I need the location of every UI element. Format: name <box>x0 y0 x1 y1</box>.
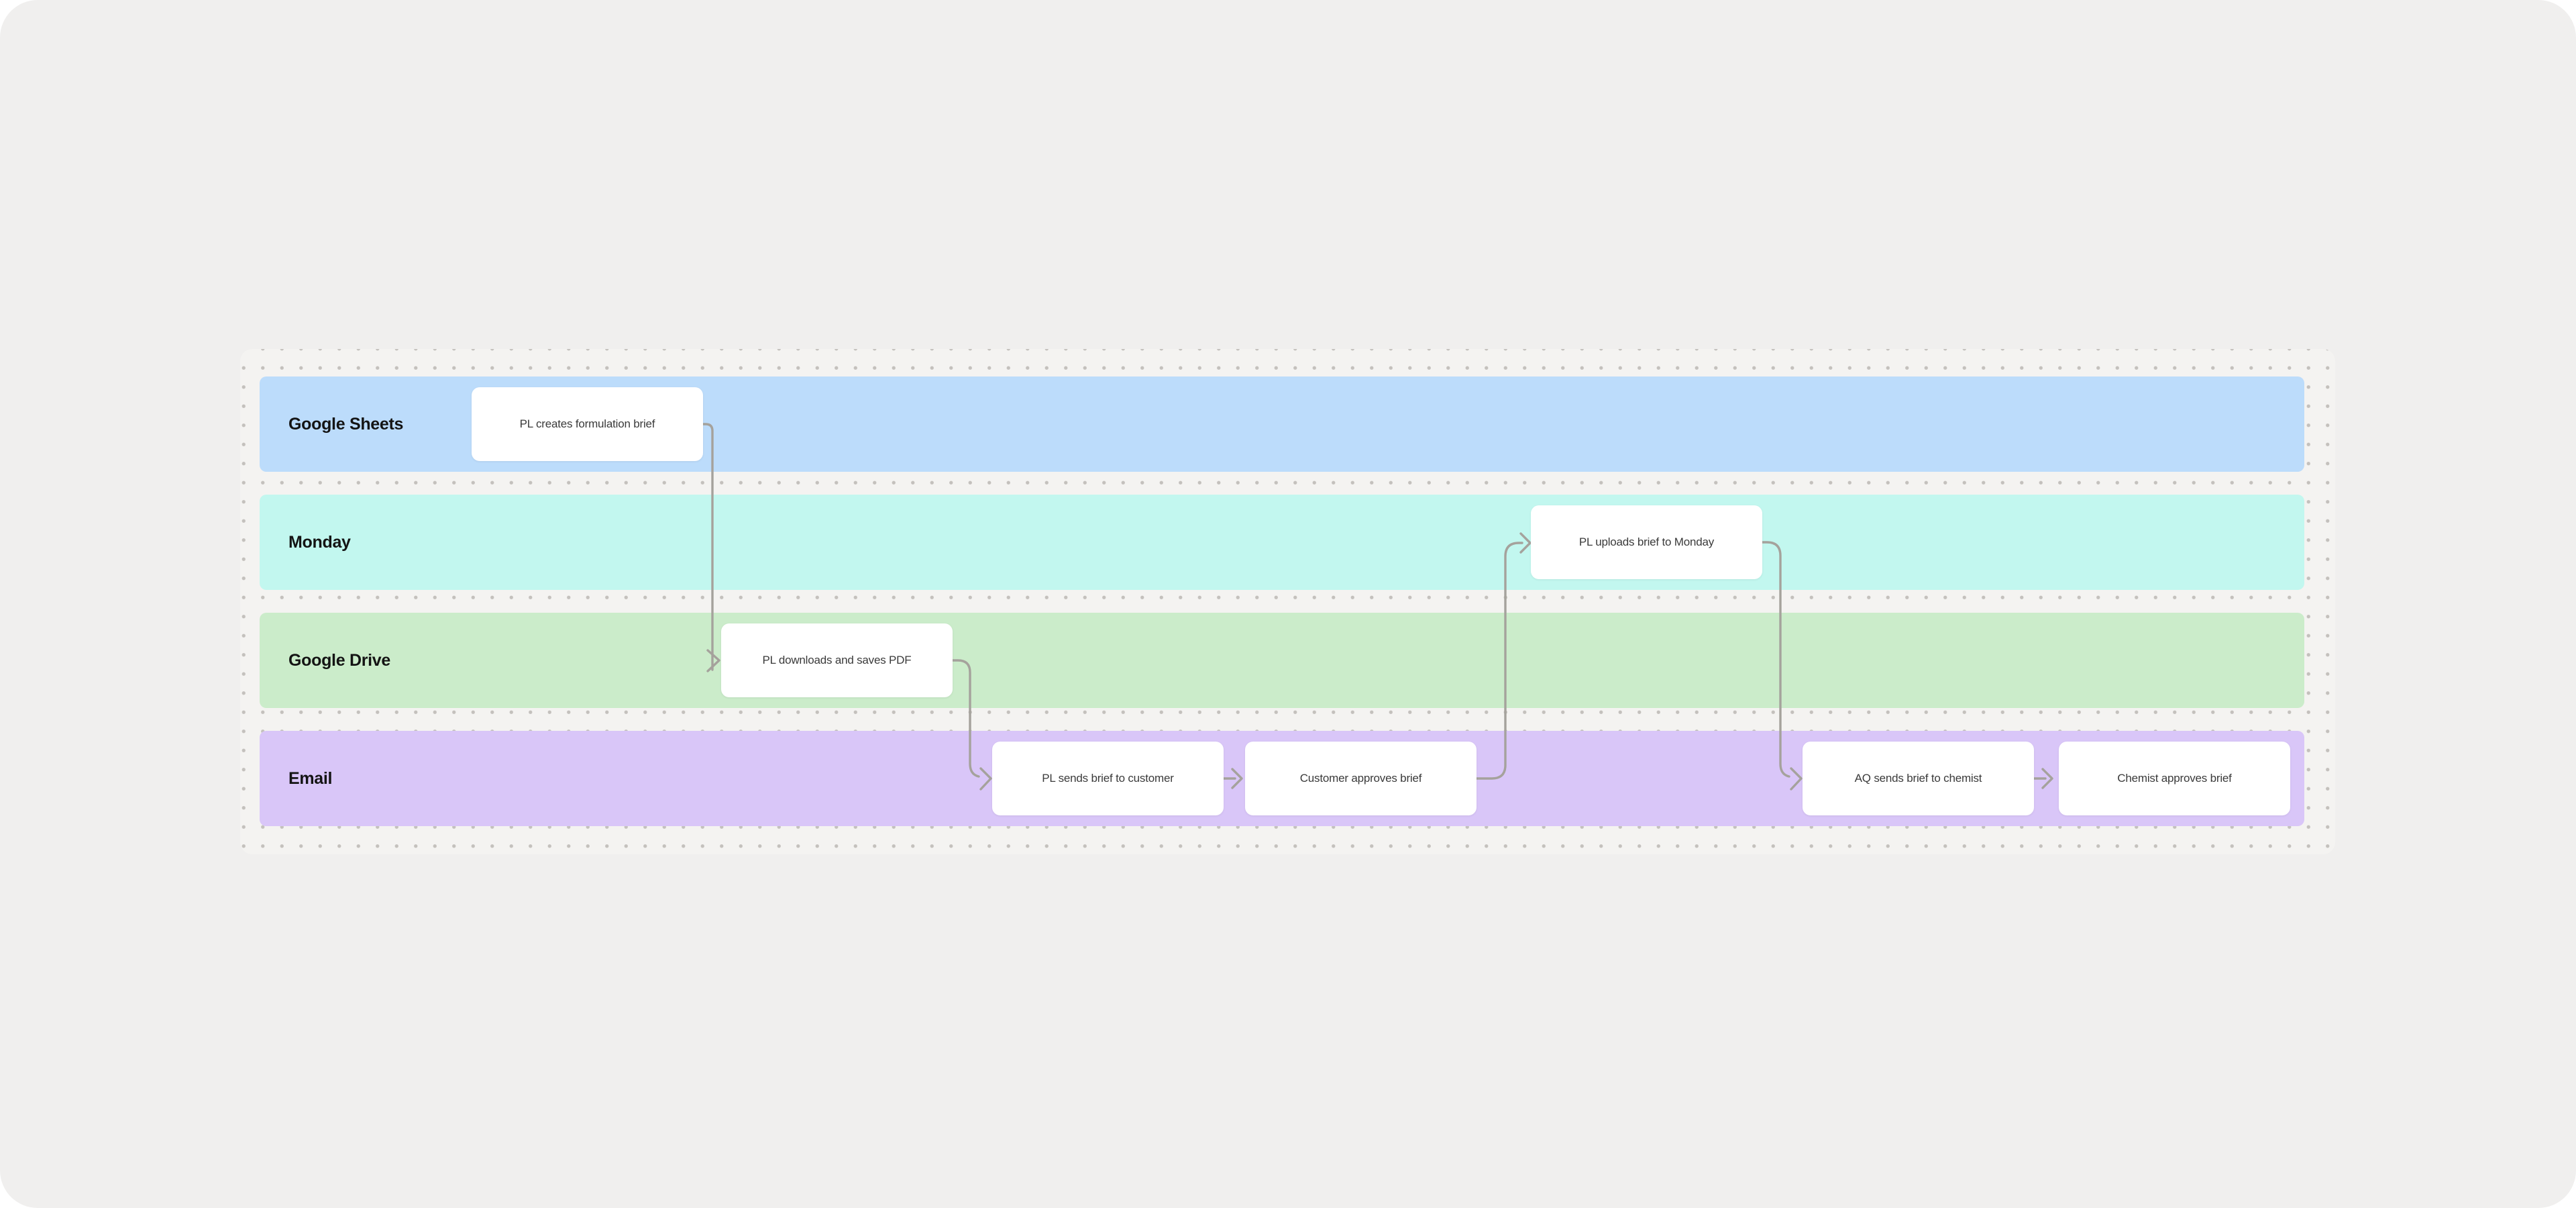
flow-node-creates-formulation-brief[interactable]: PL creates formulation brief <box>472 387 703 461</box>
lane-label-google-drive: Google Drive <box>288 650 390 670</box>
lane-google-drive[interactable]: Google Drive <box>260 613 2304 708</box>
diagram-canvas[interactable]: Google Sheets Monday Google Drive Email <box>240 349 2335 854</box>
flow-node-chemist-approves-brief[interactable]: Chemist approves brief <box>2059 742 2290 815</box>
lane-label-google-sheets: Google Sheets <box>288 414 404 434</box>
lane-monday[interactable]: Monday <box>260 495 2304 590</box>
flow-node-uploads-brief-to-monday[interactable]: PL uploads brief to Monday <box>1531 505 1762 579</box>
lane-label-email: Email <box>288 768 333 788</box>
flow-node-sends-brief-to-customer[interactable]: PL sends brief to customer <box>992 742 1224 815</box>
flow-node-downloads-saves-pdf[interactable]: PL downloads and saves PDF <box>721 623 953 697</box>
flow-node-sends-brief-to-chemist[interactable]: AQ sends brief to chemist <box>1803 742 2034 815</box>
flow-node-customer-approves-brief[interactable]: Customer approves brief <box>1245 742 1477 815</box>
lane-label-monday: Monday <box>288 532 351 552</box>
